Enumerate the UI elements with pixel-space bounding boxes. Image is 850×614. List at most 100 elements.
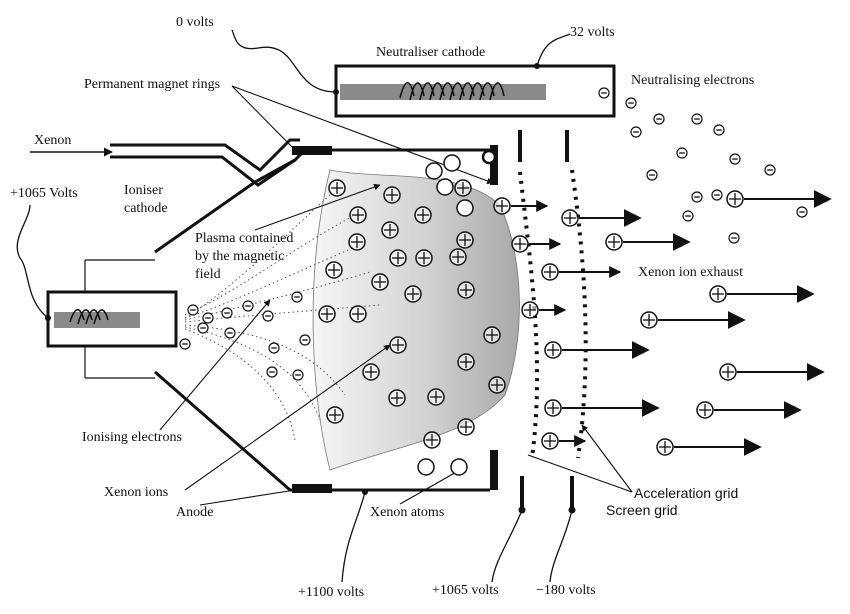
xenon-ion <box>318 305 336 323</box>
electron <box>299 334 311 346</box>
xenon-ion <box>415 249 433 267</box>
label-plus-1100-volts: +1100 volts <box>298 585 364 600</box>
xenon-ion <box>404 285 422 303</box>
xenon-feed-pipe <box>110 138 300 187</box>
xenon-ion <box>709 285 727 303</box>
xenon-atom <box>450 458 468 476</box>
ioniser-coil <box>69 308 109 325</box>
electron <box>262 310 274 322</box>
xenon-atom <box>417 458 435 476</box>
label-xenon-ion-exhaust: Xenon ion exhaust <box>638 265 743 280</box>
electron <box>291 291 303 303</box>
label-acceleration-grid: Acceleration grid <box>634 485 738 501</box>
front-ring-top <box>481 149 497 165</box>
electron <box>187 304 199 316</box>
xenon-ion <box>325 261 343 279</box>
xenon-ion <box>488 376 506 394</box>
xenon-ion <box>328 179 346 197</box>
label-anode: Anode <box>176 505 213 520</box>
xenon-ion <box>362 363 380 381</box>
xenon-ion <box>389 336 407 354</box>
xenon-ion <box>493 197 511 215</box>
electron <box>202 312 214 324</box>
xenon-ion <box>726 190 744 208</box>
xenon-ion <box>414 206 432 224</box>
ioniser-filament-core <box>54 312 140 328</box>
label-plasma-line1: Plasma contained <box>195 231 293 246</box>
xenon-ion <box>348 233 366 251</box>
xenon-ion <box>457 281 475 299</box>
xenon-ion <box>349 206 367 224</box>
electron <box>242 300 254 312</box>
xenon-ion <box>656 438 674 456</box>
xenon-ion <box>483 326 501 344</box>
xenon-ion <box>719 363 737 381</box>
xenon-ion <box>640 311 658 329</box>
neutraliser-coil <box>399 81 505 101</box>
electron <box>224 327 236 339</box>
electron <box>728 232 740 244</box>
label-screen-grid: Screen grid <box>606 502 678 518</box>
magnet-ring-top <box>292 146 332 155</box>
electron <box>713 124 725 136</box>
electron <box>221 307 233 319</box>
xenon-ion <box>456 231 474 249</box>
electron <box>266 366 278 378</box>
xenon-atom <box>456 199 474 217</box>
xenon-ion <box>457 353 475 371</box>
magnet-front-top <box>490 145 498 185</box>
electron <box>292 369 304 381</box>
electron <box>630 126 642 138</box>
xenon-ion <box>605 233 623 251</box>
electron <box>598 87 610 99</box>
xenon-ion <box>544 341 562 359</box>
electron <box>179 338 191 350</box>
label-ioniser: Ioniser <box>124 183 163 198</box>
label-32-volts: 32 volts <box>570 25 615 40</box>
xenon-ion <box>389 249 407 267</box>
xenon-ion <box>511 235 529 253</box>
label-zero-volts: 0 volts <box>176 15 214 30</box>
label-plus-1065-volts-left: +1065 Volts <box>10 186 78 201</box>
xenon-ion <box>326 406 344 424</box>
label-xenon-atoms: Xenon atoms <box>370 505 444 520</box>
xenon-ion <box>454 179 472 197</box>
leader-lines <box>159 85 633 506</box>
xenon-ion <box>541 432 559 450</box>
xenon-ion <box>427 388 445 406</box>
electron <box>711 189 723 201</box>
acceleration-grid <box>565 130 588 510</box>
electron <box>682 210 694 222</box>
magnet-front-bottom <box>490 450 498 490</box>
xenon-ion <box>349 305 367 323</box>
electron <box>764 164 776 176</box>
xenon-ion <box>696 401 714 419</box>
electron <box>729 153 741 165</box>
label-permanent-magnet-rings: Permanent magnet rings <box>84 77 220 92</box>
label-neutralising-electrons: Neutralising electrons <box>631 73 754 88</box>
electron <box>268 342 280 354</box>
xenon-ion <box>423 431 441 449</box>
xenon-ion <box>521 301 539 319</box>
electron <box>653 113 665 125</box>
wires <box>16 29 573 583</box>
xenon-atom <box>436 178 454 196</box>
xenon-ion <box>371 273 389 291</box>
label-cathode: cathode <box>124 201 168 216</box>
electron <box>691 113 703 125</box>
electron <box>796 206 808 218</box>
ioniser-cathode <box>45 259 178 379</box>
label-xenon-ions: Xenon ions <box>104 485 168 500</box>
xenon-atom <box>443 154 461 172</box>
label-neutraliser-cathode: Neutraliser cathode <box>376 45 485 60</box>
xenon-ion <box>381 221 399 239</box>
xenon-ion <box>383 186 401 204</box>
xenon-ion <box>544 399 562 417</box>
electron <box>646 169 658 181</box>
xenon-ion <box>449 248 467 266</box>
neutraliser-cathode <box>333 63 616 118</box>
label-minus-180-volts: −180 volts <box>536 583 596 598</box>
xenon-ion <box>388 389 406 407</box>
